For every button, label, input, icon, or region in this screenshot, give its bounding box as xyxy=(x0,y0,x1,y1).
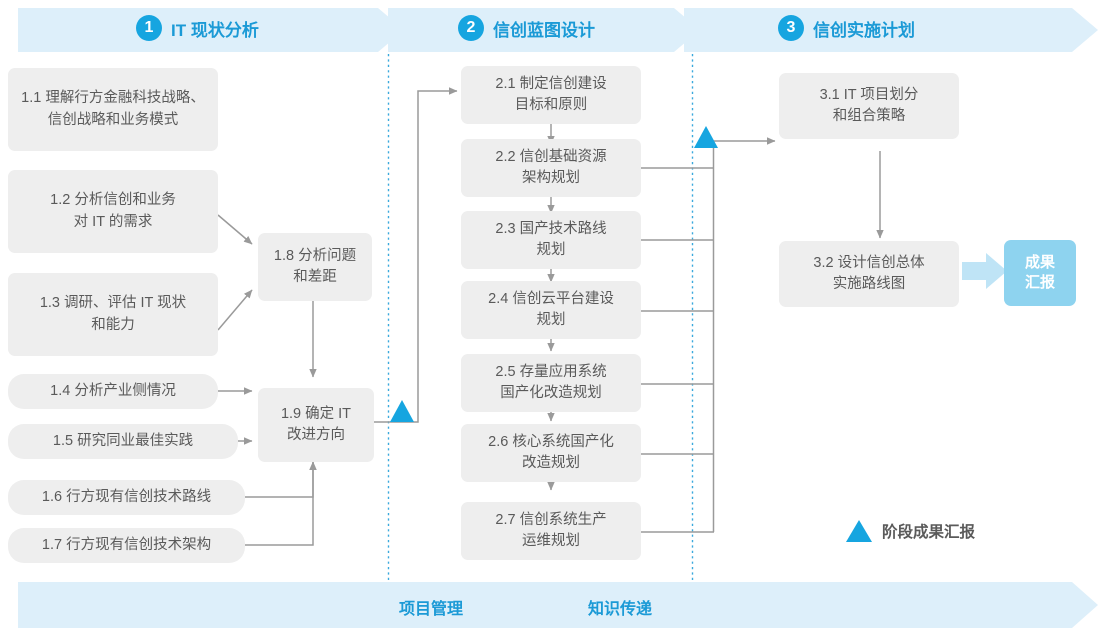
process-box-2-7-label: 2.7 信创系统生产 运维规划 xyxy=(495,511,607,549)
process-box-2-5-label: 2.5 存量应用系统 国产化改造规划 xyxy=(495,363,607,401)
phase-band-segment-3 xyxy=(684,8,1098,52)
deliverable-arrow-icon xyxy=(962,253,1007,289)
process-box-1-6[interactable]: 1.6 行方现有信创技术路线 xyxy=(8,480,245,515)
deliverable-box[interactable]: 成果 汇报 xyxy=(1004,240,1076,306)
process-box-1-6-label: 1.6 行方现有信创技术路线 xyxy=(41,488,212,505)
phase-band-segment-1 xyxy=(18,8,404,52)
process-box-1-5-label: 1.5 研究同业最佳实践 xyxy=(52,432,194,449)
process-box-1-8[interactable]: 1.8 分析问题 和差距 xyxy=(258,233,372,301)
milestone-markers xyxy=(390,126,718,422)
connector-1-6-to-1-9 xyxy=(245,461,317,498)
process-box-1-1[interactable]: 1.1 理解行方金融科技战略、 信创战略和业务模式 xyxy=(8,68,218,151)
process-box-2-4-label: 2.4 信创云平台建设 规划 xyxy=(488,290,614,328)
deliverable-label: 成果 汇报 xyxy=(1024,253,1055,291)
process-box-1-3[interactable]: 1.3 调研、评估 IT 现状 和能力 xyxy=(8,273,218,356)
phase-band-top xyxy=(18,8,1098,52)
bottom-band-text-0: 项目管理 xyxy=(399,601,464,618)
bottom-band-text-1: 知识传递 xyxy=(588,601,653,618)
milestone-triangle-phase2 xyxy=(694,126,718,148)
process-box-2-2-label: 2.2 信创基础资源 架构规划 xyxy=(495,148,607,186)
connectors-phase2-bus xyxy=(641,137,776,533)
process-box-3-2[interactable]: 3.2 设计信创总体 实施路线图 xyxy=(779,241,959,307)
process-box-2-4[interactable]: 2.4 信创云平台建设 规划 xyxy=(461,281,641,339)
legend-milestone: 阶段成果汇报 xyxy=(846,520,975,542)
process-box-2-2[interactable]: 2.2 信创基础资源 架构规划 xyxy=(461,139,641,197)
process-box-3-2-label: 3.2 设计信创总体 实施路线图 xyxy=(813,254,925,292)
process-box-1-7-label: 1.7 行方现有信创技术架构 xyxy=(41,536,212,553)
milestone-triangle-phase1 xyxy=(390,400,414,422)
process-box-1-4[interactable]: 1.4 分析产业侧情况 xyxy=(8,374,218,409)
process-box-1-5[interactable]: 1.5 研究同业最佳实践 xyxy=(8,424,238,459)
process-box-1-1-label: 1.1 理解行方金融科技战略、 信创战略和业务模式 xyxy=(21,90,205,128)
connectors-phase1 xyxy=(217,214,317,546)
milestone-triangle-icon xyxy=(846,520,872,542)
process-box-1-7[interactable]: 1.7 行方现有信创技术架构 xyxy=(8,528,245,563)
process-box-2-3-label: 2.3 国产技术路线 规划 xyxy=(495,220,607,258)
connector-1-7-to-1-9 xyxy=(245,461,317,546)
process-box-1-9-label: 1.9 确定 IT 改进方向 xyxy=(280,405,352,443)
bottom-band-label-project-management: 项目管理 xyxy=(399,595,463,619)
process-box-1-2[interactable]: 1.2 分析信创和业务 对 IT 的需求 xyxy=(8,170,218,253)
process-box-2-6-label: 2.6 核心系统国产化 改造规划 xyxy=(488,433,614,471)
process-box-2-1-label: 2.1 制定信创建设 目标和原则 xyxy=(495,75,607,113)
connector-1-9-to-2-1 xyxy=(374,87,458,423)
process-box-1-4-label: 1.4 分析产业侧情况 xyxy=(50,382,176,399)
process-box-2-7[interactable]: 2.7 信创系统生产 运维规划 xyxy=(461,502,641,560)
process-box-1-2-label: 1.2 分析信创和业务 对 IT 的需求 xyxy=(50,192,176,230)
process-box-1-9[interactable]: 1.9 确定 IT 改进方向 xyxy=(258,388,374,462)
connector-1-2-to-1-8 xyxy=(217,214,253,245)
process-box-2-5[interactable]: 2.5 存量应用系统 国产化改造规划 xyxy=(461,354,641,412)
process-box-2-6[interactable]: 2.6 核心系统国产化 改造规划 xyxy=(461,424,641,482)
process-box-3-1-label: 3.1 IT 项目划分 和组合策略 xyxy=(819,86,919,124)
legend-milestone-label: 阶段成果汇报 xyxy=(882,524,976,541)
process-box-2-3[interactable]: 2.3 国产技术路线 规划 xyxy=(461,211,641,269)
process-box-3-1[interactable]: 3.1 IT 项目划分 和组合策略 xyxy=(779,73,959,139)
connectors-phase1-to-phase2 xyxy=(374,87,458,423)
process-box-1-3-label: 1.3 调研、评估 IT 现状 和能力 xyxy=(39,295,187,333)
bottom-band-label-knowledge-transfer: 知识传递 xyxy=(588,595,652,619)
process-box-2-1[interactable]: 2.1 制定信创建设 目标和原则 xyxy=(461,66,641,124)
phase-band-bottom xyxy=(18,582,1098,628)
phase-band-segment-2 xyxy=(388,8,700,52)
connector-1-3-to-1-8 xyxy=(217,289,253,331)
process-box-1-8-label: 1.8 分析问题 和差距 xyxy=(273,247,357,285)
